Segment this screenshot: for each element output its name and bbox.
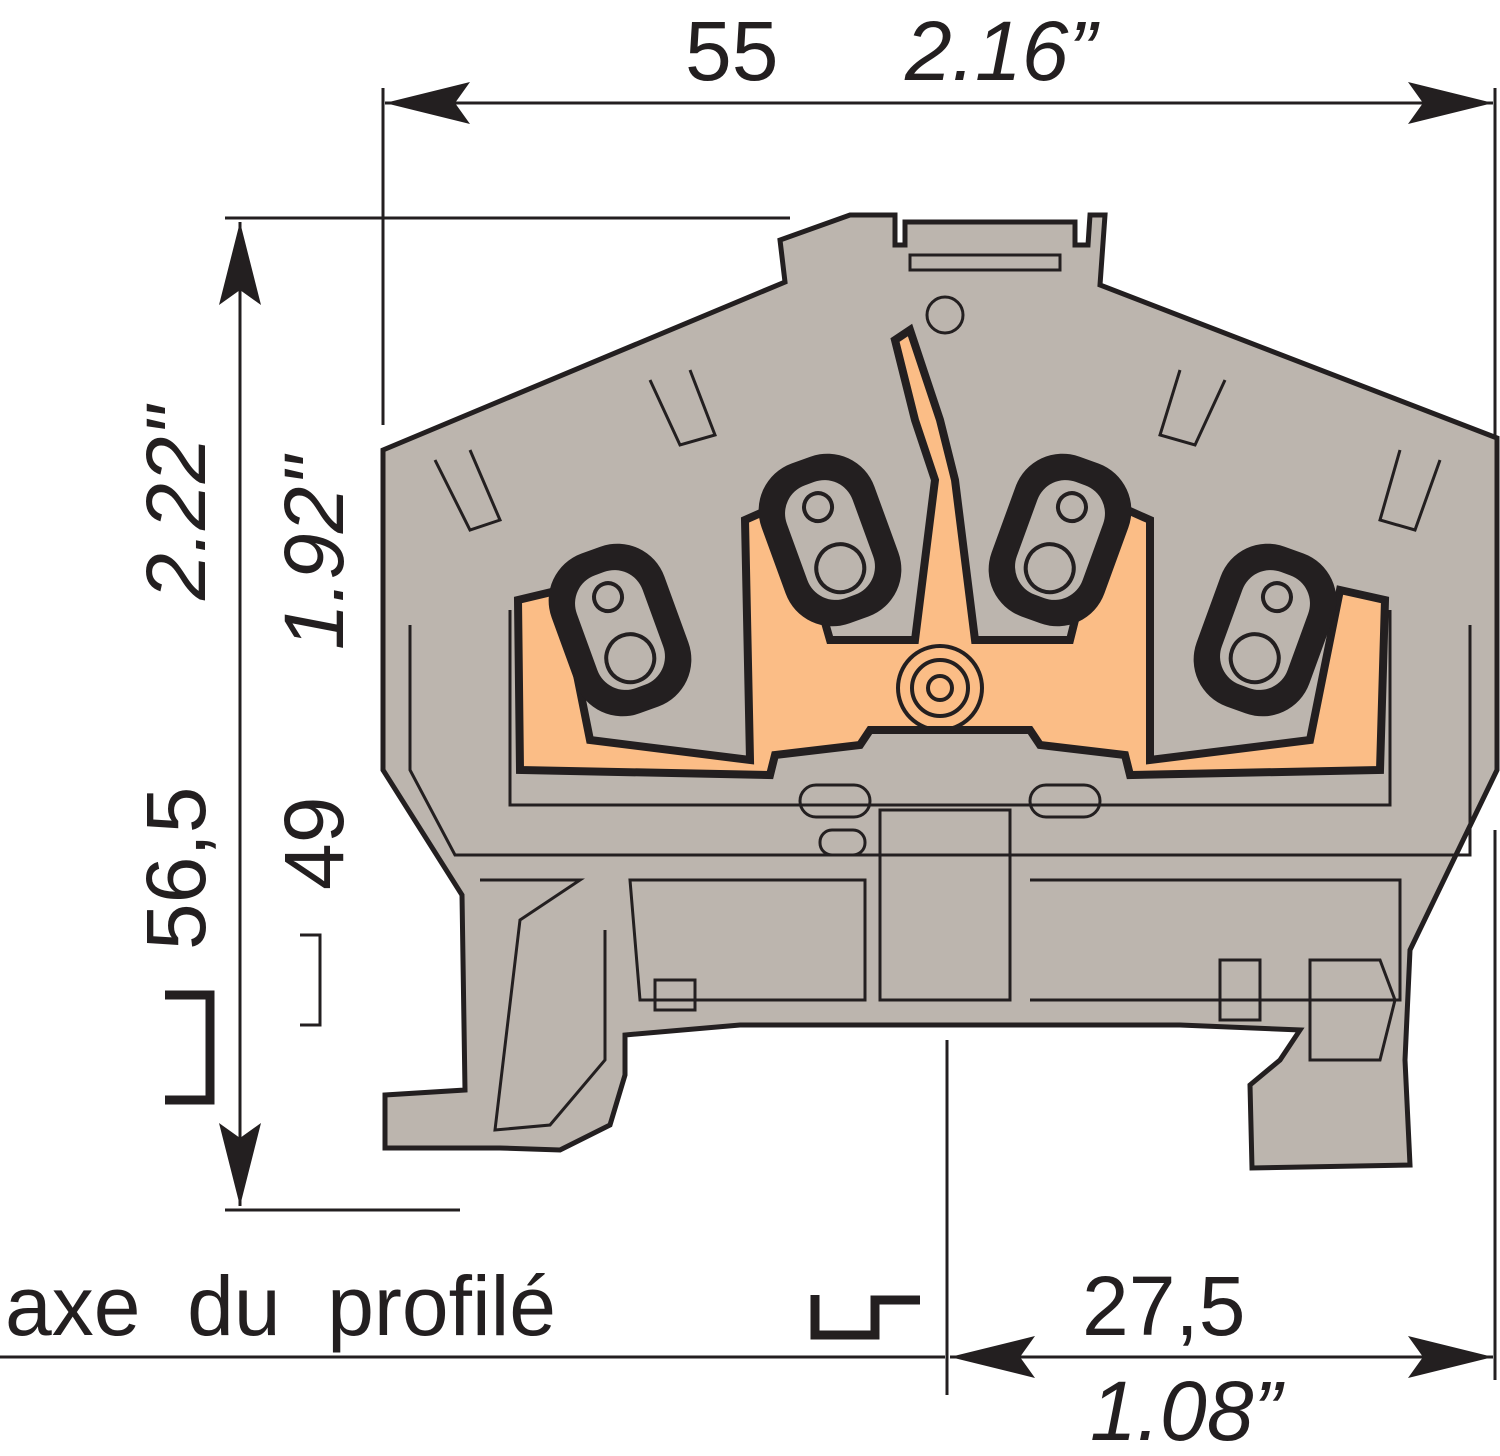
center-screw: [896, 644, 984, 732]
width-in-label: 2.16”: [904, 4, 1100, 98]
arrow-up-icon: [219, 222, 261, 305]
height-total-mm-label: 56,5: [129, 787, 223, 951]
half-width-dimension: 27,5 1.08” axe du profilé: [0, 830, 1497, 1456]
half-mm-label: 27,5: [1082, 1259, 1246, 1353]
arrow-right-icon: [1408, 82, 1493, 124]
height-in-label: 1.92": [267, 454, 361, 650]
din-rail-small-icon: [300, 933, 322, 1027]
axis-label: axe du profilé: [5, 1259, 556, 1353]
spring-clamp-3: [988, 453, 1132, 627]
spring-clamp-4: [1193, 543, 1337, 717]
arrow-right-icon: [1408, 1336, 1493, 1378]
width-dimension: 55 2.16”: [381, 4, 1497, 440]
arrow-down-icon: [219, 1123, 261, 1206]
height-mm-label: 49: [267, 797, 361, 890]
height-dimension: 56,5 2.22" 49 1.92": [129, 216, 790, 1212]
din-rail-icon: [165, 990, 215, 1105]
width-mm-label: 55: [685, 4, 778, 98]
arrow-left-icon: [385, 82, 470, 124]
height-total-in-label: 2.22": [129, 404, 223, 601]
spring-clamp-2: [758, 453, 902, 627]
arrow-left-icon: [950, 1336, 1035, 1378]
half-in-label: 1.08”: [1090, 1364, 1285, 1456]
din-rail-icon: [810, 1295, 920, 1340]
spring-clamp-1: [548, 543, 692, 717]
